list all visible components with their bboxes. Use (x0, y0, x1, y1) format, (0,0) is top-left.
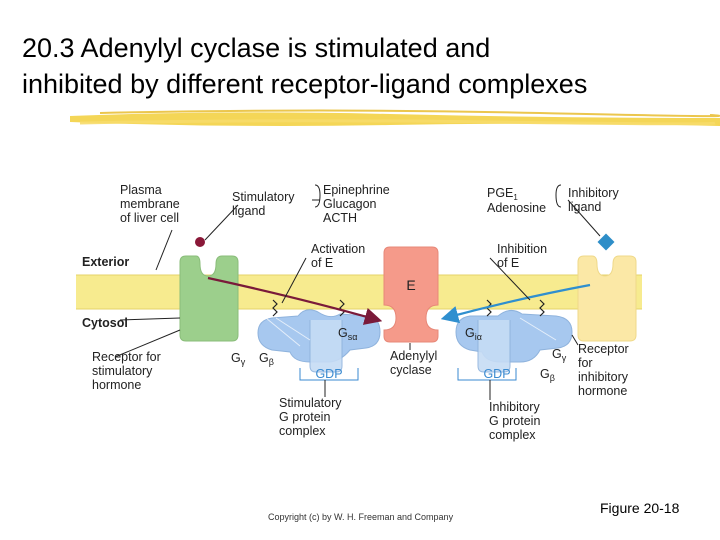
stimulatory-receptor-label: Receptor for stimulatory hormone (92, 350, 164, 392)
stimulatory-ligand-dot (195, 237, 205, 247)
activation-label: Activation of E (311, 242, 369, 270)
inhib-g-gamma-label: Gγ (552, 347, 567, 363)
inhibition-label: Inhibition of E (497, 242, 551, 270)
cell-membrane (76, 275, 642, 309)
cytosol-label: Cytosol (82, 316, 128, 330)
activation-arrow (207, 276, 383, 325)
inhibition-arrow (440, 283, 591, 324)
inhib-gdp-label: GDP (483, 367, 510, 381)
stimulatory-complex-label: Stimulatory G protein complex (279, 396, 345, 438)
adenylyl-cyclase-enzyme (383, 246, 439, 343)
adenylyl-cyclase-label: Adenylyl cyclase (390, 349, 441, 377)
inhibitory-ligand-pge: PGE1 (487, 186, 518, 202)
stim-g-beta-label: Gβ (259, 351, 274, 367)
inhib-g-beta-label: Gβ (540, 367, 555, 383)
stimulatory-ligands-list: Epinephrine Glucagon ACTH (323, 183, 393, 225)
inhibitory-complex-label: Inhibitory G protein complex (489, 400, 544, 442)
gs-alpha-label: Gsα (338, 326, 357, 342)
plasma-membrane-label: Plasma membrane of liver cell (120, 183, 183, 225)
slide-title-line1: 20.3 Adenylyl cyclase is stimulated and (22, 33, 491, 63)
slide-title: 20.3 Adenylyl cyclase is stimulated and … (22, 30, 712, 102)
inhibitory-ligand-label: Inhibitory ligand (568, 186, 622, 214)
gi-alpha-label: Giα (465, 326, 482, 342)
stimulatory-ligand-label: Stimulatory ligand (232, 190, 298, 218)
exterior-label: Exterior (82, 255, 129, 269)
inhibitory-ligand-adenosine: Adenosine (487, 201, 546, 215)
enzyme-e-label: E (406, 277, 415, 293)
title-underline-brush (70, 109, 720, 126)
inhibitory-ligand-diamond (597, 233, 615, 251)
copyright-notice: Copyright (c) by W. H. Freeman and Compa… (268, 512, 454, 522)
stim-g-gamma-label: Gγ (231, 351, 246, 367)
inhibitory-receptor-label: Receptor for inhibitory hormone (578, 342, 632, 398)
inhibitory-receptor (577, 255, 637, 342)
slide-title-line2: inhibited by different receptor-ligand c… (22, 69, 588, 99)
stim-gdp-label: GDP (315, 367, 342, 381)
label-pointer-lines (114, 184, 601, 400)
figure-number: Figure 20-18 (600, 500, 680, 516)
stimulatory-receptor (179, 255, 239, 342)
